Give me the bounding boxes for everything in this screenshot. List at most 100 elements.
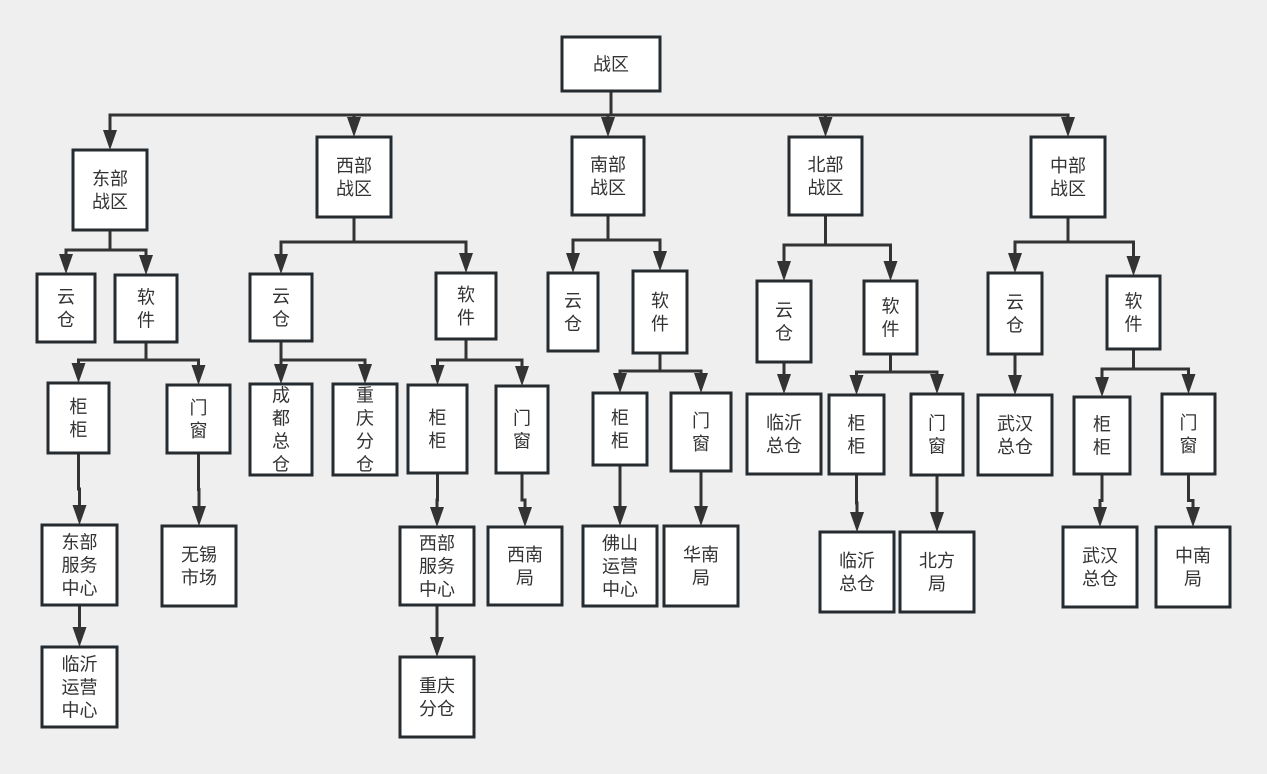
node-east-cab[interactable]: 柜柜 [46,381,111,455]
node-south-cloud[interactable]: 云仓 [546,271,600,353]
arrow-head-icon [601,117,615,137]
node-box[interactable] [494,384,550,475]
connector-line [77,358,146,371]
node-box[interactable] [862,279,919,356]
node-label: 件 [651,314,669,335]
node-east-cloud[interactable]: 云仓 [35,272,97,344]
node-south-soft[interactable]: 软件 [631,269,689,355]
arrow-head-icon [1095,377,1109,397]
node-north-bf[interactable]: 北方局 [898,530,976,614]
node-box[interactable] [909,392,965,477]
node-west-cab[interactable]: 柜柜 [406,383,469,475]
node-box[interactable] [434,271,498,341]
node-box[interactable] [581,524,659,608]
node-box[interactable] [570,135,646,217]
node-central-door[interactable]: 门窗 [1160,392,1217,476]
node-box[interactable] [160,524,238,608]
node-box[interactable] [40,523,119,607]
connector-line [279,240,354,262]
node-north-door[interactable]: 门窗 [909,392,965,477]
connector-line [660,369,703,381]
node-north-cloud[interactable]: 云仓 [755,279,813,364]
node-box[interactable] [1160,392,1217,476]
node-north-soft[interactable]: 软件 [862,279,919,356]
node-box[interactable] [406,383,469,475]
node-central-cloud[interactable]: 云仓 [986,271,1044,356]
node-box[interactable] [46,381,111,455]
arrow-head-icon [613,506,627,526]
node-box[interactable] [787,135,864,217]
node-box[interactable] [976,393,1054,477]
node-box[interactable] [669,391,733,473]
node-box[interactable] [113,273,179,344]
node-box[interactable] [248,272,314,343]
node-west-cloud[interactable]: 云仓 [248,272,314,343]
node-box[interactable] [745,392,823,476]
node-box[interactable] [631,269,689,355]
node-box[interactable] [40,645,119,729]
node-box[interactable] [1061,525,1139,609]
node-label: 窗 [692,434,710,455]
node-box[interactable] [71,148,149,232]
node-west-soft[interactable]: 软件 [434,271,498,341]
arrow-head-icon [1093,507,1107,527]
node-label: 总仓 [839,574,875,595]
node-label: 西部 [419,533,455,554]
node-box[interactable] [1105,274,1162,351]
node-box[interactable] [486,525,564,607]
node-label: 柜 [1093,437,1111,458]
node-south-hn[interactable]: 华南局 [662,524,740,608]
node-north-cab[interactable]: 柜柜 [827,393,886,476]
node-box[interactable] [165,383,232,455]
connector-line [197,453,201,514]
node-box[interactable] [591,391,649,467]
node-box[interactable] [248,382,314,477]
node-box[interactable] [662,524,740,608]
node-south-door[interactable]: 门窗 [669,391,733,473]
node-west-sw[interactable]: 西南局 [486,525,564,607]
node-box[interactable] [1029,135,1107,219]
arrow-head-icon [694,373,708,393]
arrow-head-icon [930,374,944,394]
node-east-door[interactable]: 门窗 [165,383,232,455]
node-box[interactable] [560,35,662,93]
node-box[interactable] [398,525,476,607]
node-box[interactable] [818,530,896,614]
node-label: 局 [1184,569,1202,590]
node-box[interactable] [1154,525,1232,609]
node-box[interactable] [755,279,813,364]
node-central-cab[interactable]: 柜柜 [1072,395,1132,476]
node-box[interactable] [986,271,1044,356]
node-box[interactable] [827,393,886,476]
node-central-soft[interactable]: 软件 [1105,274,1162,351]
node-root[interactable]: 战区 [560,35,662,93]
node-box[interactable] [1072,395,1132,476]
node-box[interactable] [546,271,600,353]
node-box[interactable] [331,382,399,477]
node-west-door[interactable]: 门窗 [494,384,550,475]
node-south-cab[interactable]: 柜柜 [591,391,649,467]
node-box[interactable] [35,272,97,344]
node-east-soft[interactable]: 软件 [113,273,179,344]
node-box[interactable] [315,135,393,219]
node-box[interactable] [398,655,476,739]
node-central-zn[interactable]: 中南局 [1154,525,1232,609]
node-box[interactable] [898,530,976,614]
